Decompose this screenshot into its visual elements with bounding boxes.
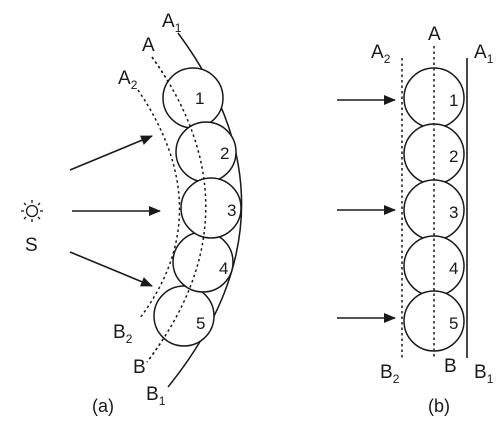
label-b-b2: B2 xyxy=(380,362,400,386)
label-b-a: A xyxy=(428,24,441,45)
ray-lower xyxy=(69,251,153,287)
wavelet-number-2: 2 xyxy=(220,144,229,163)
wavelet-b-number-5: 5 xyxy=(449,314,458,333)
sun-icon xyxy=(21,200,43,222)
label-b-b: B xyxy=(444,356,457,377)
wavelet-number-5: 5 xyxy=(196,314,205,333)
wavelet-b-number-3: 3 xyxy=(449,203,458,222)
label-b-b1: B1 xyxy=(474,362,494,386)
figure-b: 1 2 3 4 5 A2 A A1 B2 B B1 (b) xyxy=(337,24,494,416)
figure-a: S 1 2 3 4 5 A1 A A2 B2 B B1 (a) xyxy=(21,11,243,416)
label-a: A xyxy=(142,35,155,56)
label-a2: A2 xyxy=(118,68,138,92)
wavelet-number-1: 1 xyxy=(195,89,204,108)
label-b2: B2 xyxy=(113,322,133,346)
label-b: B xyxy=(133,357,146,378)
wavelet-3 xyxy=(180,177,242,239)
wavelet-b-number-2: 2 xyxy=(449,147,458,166)
wavelet-number-3: 3 xyxy=(227,201,236,220)
wavelet-b-number-4: 4 xyxy=(449,259,458,278)
source-label: S xyxy=(25,235,38,256)
wavelet-1 xyxy=(162,67,224,129)
label-b-a1: A1 xyxy=(474,42,494,66)
label-b1: B1 xyxy=(146,384,166,408)
wavefront-ab-overlay xyxy=(146,56,207,363)
label-a1: A1 xyxy=(162,11,182,35)
wavelet-number-4: 4 xyxy=(219,259,228,278)
caption-a: (a) xyxy=(92,396,114,416)
caption-b: (b) xyxy=(428,396,450,416)
label-b-a2: A2 xyxy=(371,42,391,66)
wavelet-b-number-1: 1 xyxy=(449,91,458,110)
wavefront-a2b2 xyxy=(137,89,181,319)
ray-upper xyxy=(69,135,153,171)
